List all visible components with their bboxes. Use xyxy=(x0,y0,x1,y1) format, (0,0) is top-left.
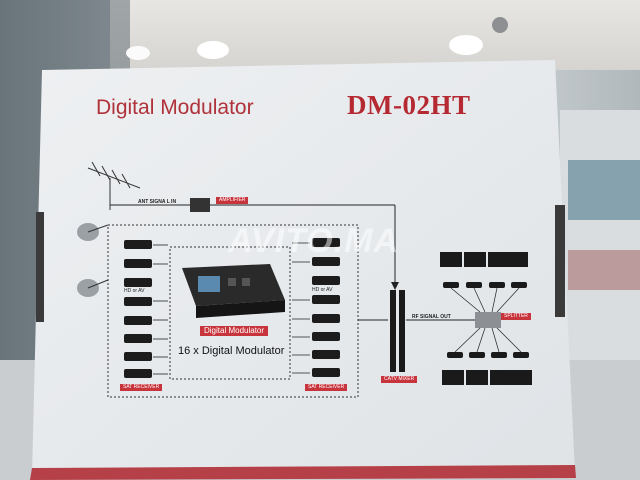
watermark: AVITO.MA xyxy=(228,222,400,260)
modulator-border xyxy=(169,246,291,380)
amplifier-icon xyxy=(190,198,210,212)
device-caption: 16 x Digital Modulator xyxy=(178,345,285,357)
right-display-items xyxy=(568,250,640,290)
hd-right-label: HD or AV xyxy=(312,287,333,293)
amplifier-tag: AMPLIFIER xyxy=(216,197,249,204)
modulator-device-icon xyxy=(182,264,285,318)
hd-left-label: HD or AV xyxy=(124,288,145,294)
tv-row-top xyxy=(440,252,528,267)
splitter-links xyxy=(450,287,522,353)
tv-row-bottom xyxy=(442,370,532,385)
box-bottom-edge xyxy=(30,465,576,480)
receiver-column-right xyxy=(312,238,340,377)
box-face xyxy=(32,60,575,475)
splitter-icon xyxy=(475,312,501,328)
box-handle-right xyxy=(555,205,565,317)
ceiling-light xyxy=(197,41,229,59)
satellite-dish-icon xyxy=(77,223,109,241)
box-model: DM-02HT xyxy=(347,90,471,120)
receiver-column-left xyxy=(124,240,152,378)
box-title: Digital Modulator xyxy=(96,96,254,119)
box-handle-left xyxy=(36,212,44,322)
splitter-tag: SPLITTER xyxy=(501,313,531,320)
device-tag: Digital Modulator xyxy=(200,326,269,336)
camera-dome xyxy=(492,17,508,33)
ant-signal-label: ANT SIGNA L IN xyxy=(138,199,177,205)
ceiling xyxy=(110,0,640,70)
catv-mixer-icon xyxy=(390,290,396,372)
satellite-dish-icon xyxy=(77,279,109,297)
receiver-right-tag: SAT RECEIVER xyxy=(305,384,348,391)
arrow-icon xyxy=(153,242,310,375)
receiver-row-top xyxy=(443,282,527,288)
arrow-icon xyxy=(391,282,399,290)
right-shelf xyxy=(560,110,640,370)
right-display-items xyxy=(568,160,640,220)
mixer-tag: CATV MIXER xyxy=(381,376,418,383)
system-border xyxy=(107,224,359,398)
receiver-row-bottom xyxy=(447,352,529,358)
ceiling-light xyxy=(126,46,150,60)
catv-mixer-icon xyxy=(399,290,405,372)
receiver-left-tag: SAT RECEIVER xyxy=(120,384,163,391)
ceiling-light xyxy=(449,35,483,55)
rf-out-label: RF SIGNAL OUT xyxy=(412,314,451,320)
